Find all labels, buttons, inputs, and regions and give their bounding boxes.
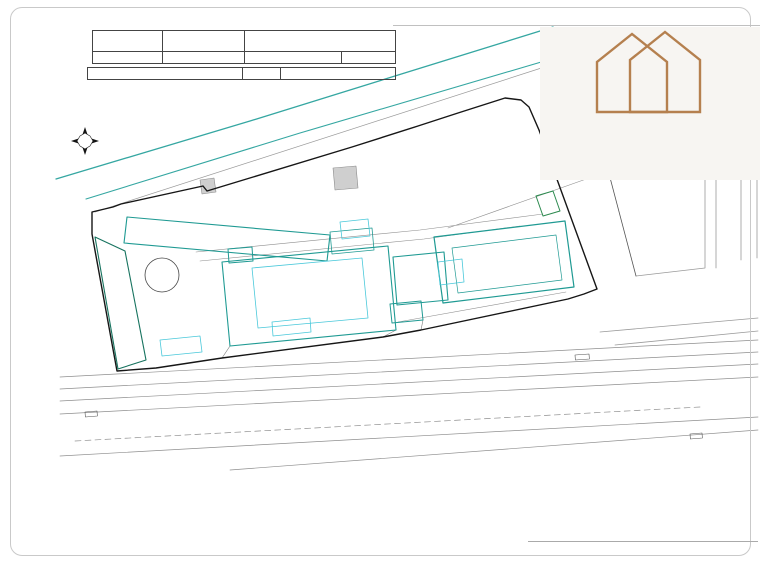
round-platform <box>144 257 180 293</box>
adresa-loc <box>340 51 397 64</box>
nr-cad-header <box>92 30 163 52</box>
fence-line <box>607 169 637 277</box>
compass-rose <box>71 127 99 155</box>
suprafata-header <box>161 30 246 52</box>
provisional-structures <box>159 218 465 357</box>
building-c3 <box>227 246 254 264</box>
alee-pavaj-edge <box>94 61 561 213</box>
boulevard-lines <box>59 339 759 471</box>
building-c4 <box>221 245 397 347</box>
cf-label <box>86 67 244 80</box>
fence-stub <box>221 319 424 359</box>
uat-value <box>280 67 396 80</box>
building-c6 <box>392 251 449 306</box>
building-c1-annex <box>329 227 375 255</box>
renaissance-estate-logo <box>540 27 760 180</box>
cadastral-table <box>92 30 397 64</box>
sheet-top-line <box>393 25 760 26</box>
sheet-bottom-line <box>528 541 758 542</box>
page-border <box>10 7 751 556</box>
title-block <box>86 26 397 80</box>
building-c5 <box>389 300 424 324</box>
building-c2 <box>94 236 147 370</box>
adresa-header <box>244 30 396 52</box>
street-furniture <box>84 353 703 440</box>
boulevard-centerline <box>74 406 701 442</box>
cf-table <box>86 67 396 80</box>
concrete-platform <box>199 165 359 195</box>
site-boundary <box>91 97 598 372</box>
nr-cad-value <box>92 51 163 64</box>
building-c8 <box>535 190 561 217</box>
uat-label <box>242 67 282 80</box>
alley-lines <box>195 171 607 323</box>
building-c7-pool <box>451 234 563 294</box>
canal-line <box>85 59 549 200</box>
adresa-street <box>244 51 342 64</box>
canal-line <box>55 26 554 180</box>
cross-street-lines <box>599 167 759 346</box>
suprafata-value <box>161 51 246 64</box>
logo-houses-icon <box>595 30 702 114</box>
map-linework <box>55 26 759 471</box>
